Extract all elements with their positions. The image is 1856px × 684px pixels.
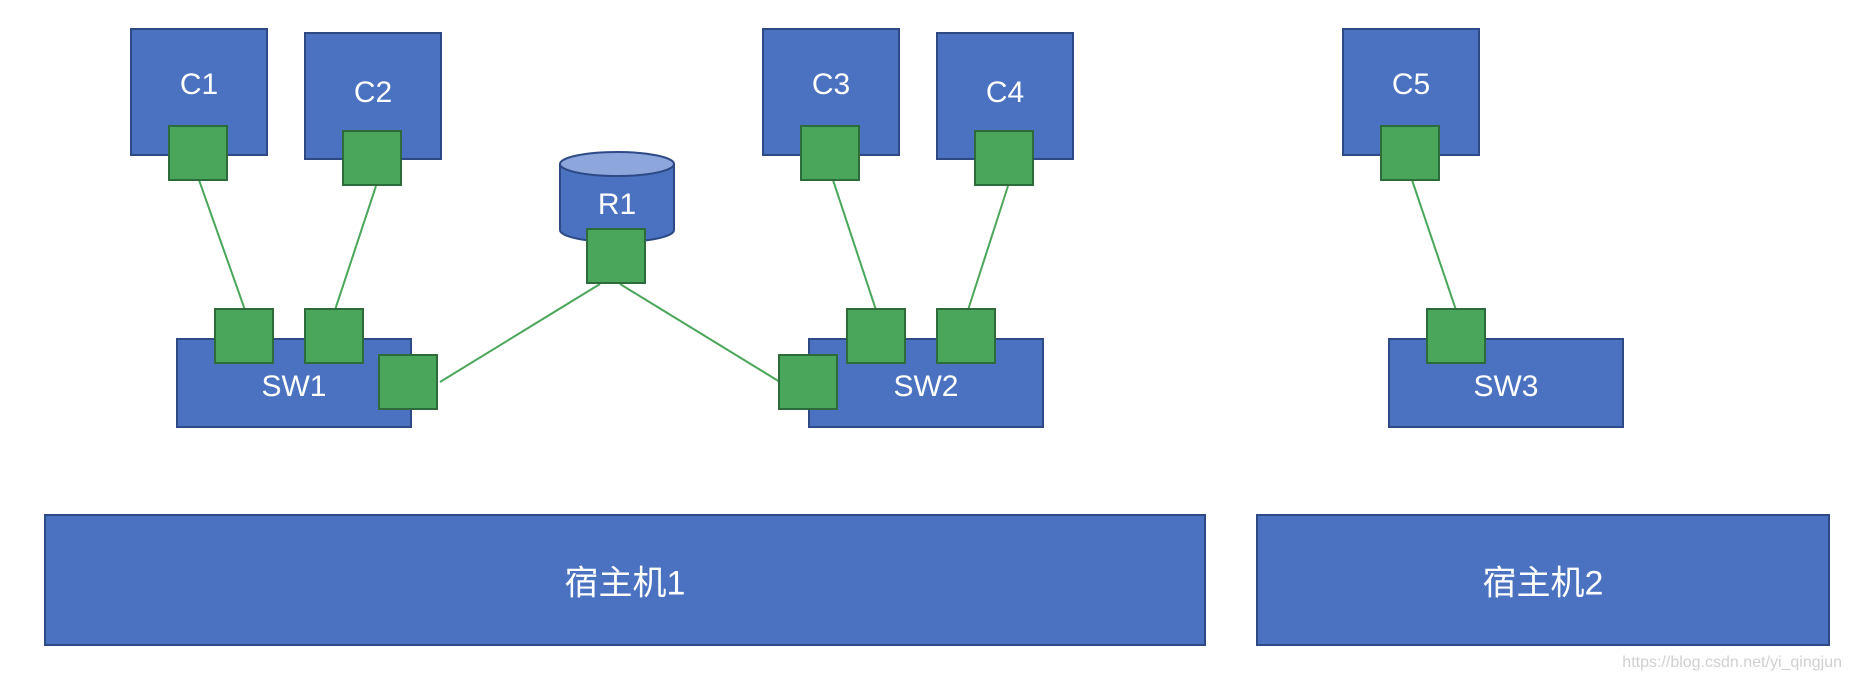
container-c5-label: C5 <box>1391 68 1431 101</box>
link-sw1-r1 <box>439 283 601 383</box>
container-c2-label: C2 <box>353 76 393 109</box>
link-r1-sw2 <box>619 283 781 383</box>
port-sw2-r1[interactable] <box>778 354 838 410</box>
switch-sw2-label: SW2 <box>893 370 959 403</box>
port-c4[interactable] <box>974 130 1034 186</box>
port-sw3-c5[interactable] <box>1426 308 1486 364</box>
host-2-label: 宿主机2 <box>1482 564 1604 603</box>
router-top <box>559 151 675 177</box>
switch-sw2[interactable]: SW2 <box>808 338 1044 428</box>
container-c1-label: C1 <box>179 68 219 101</box>
host-2[interactable]: 宿主机2 <box>1256 514 1830 646</box>
link-c1-sw1 <box>198 179 246 311</box>
host-1[interactable]: 宿主机1 <box>44 514 1206 646</box>
port-sw2-c4[interactable] <box>936 308 996 364</box>
port-sw1-r1[interactable] <box>378 354 438 410</box>
switch-sw1[interactable]: SW1 <box>176 338 412 428</box>
port-sw1-c2[interactable] <box>304 308 364 364</box>
container-c4-label: C4 <box>985 76 1025 109</box>
port-c3[interactable] <box>800 125 860 181</box>
switch-sw3[interactable]: SW3 <box>1388 338 1624 428</box>
port-sw2-c3[interactable] <box>846 308 906 364</box>
switch-sw1-label: SW1 <box>261 370 327 403</box>
port-c1[interactable] <box>168 125 228 181</box>
host-1-label: 宿主机1 <box>564 564 686 603</box>
port-c5[interactable] <box>1380 125 1440 181</box>
watermark: https://blog.csdn.net/yi_qingjun <box>1622 654 1842 671</box>
switch-sw3-label: SW3 <box>1473 370 1539 403</box>
link-c4-sw2 <box>967 185 1009 311</box>
link-c5-sw3 <box>1411 179 1457 311</box>
port-r1[interactable] <box>586 228 646 284</box>
port-sw1-c1[interactable] <box>214 308 274 364</box>
router-r1-label: R1 <box>597 188 637 221</box>
port-c2[interactable] <box>342 130 402 186</box>
link-c3-sw2 <box>832 179 877 311</box>
link-c2-sw1 <box>334 185 377 311</box>
container-c3-label: C3 <box>811 68 851 101</box>
